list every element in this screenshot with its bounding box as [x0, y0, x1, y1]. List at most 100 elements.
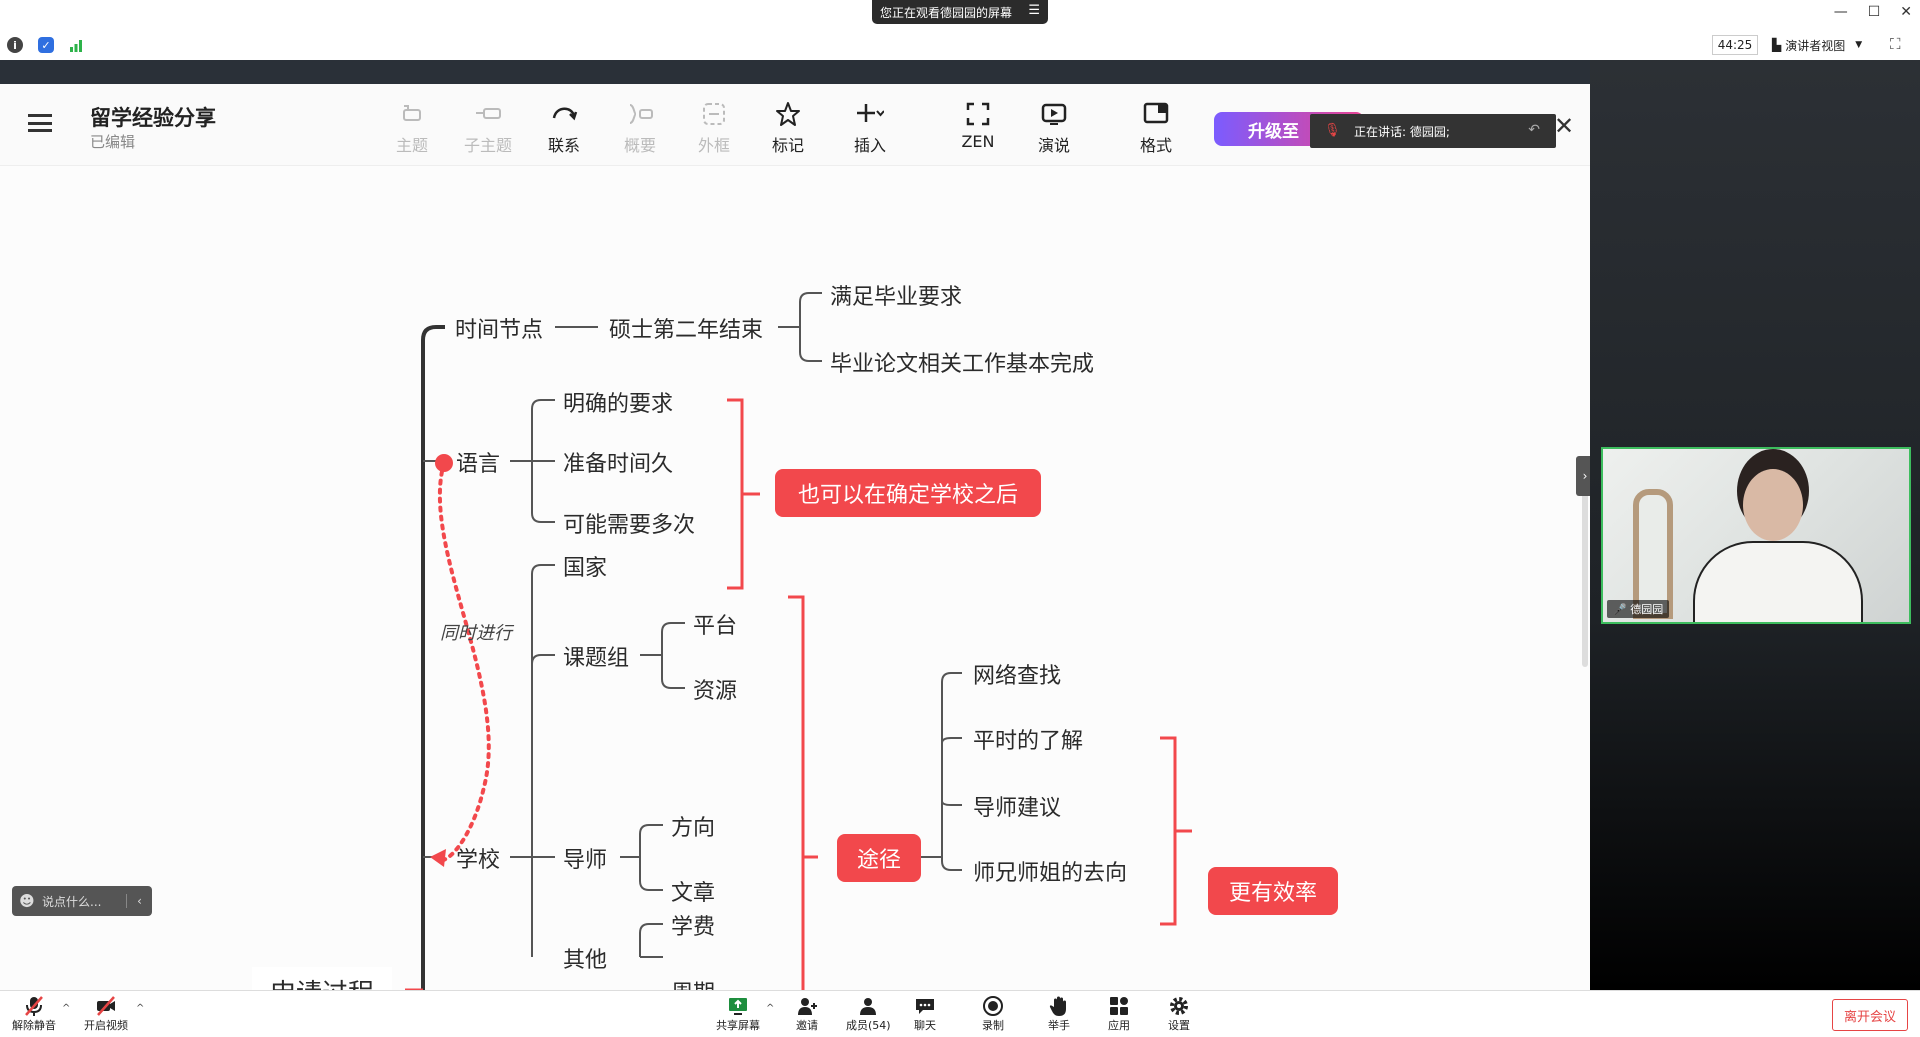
node-time-leaf-1[interactable]: 满足毕业要求 [830, 279, 962, 311]
node-time[interactable]: 时间节点 [455, 312, 543, 344]
node-language-1[interactable]: 明确的要求 [563, 386, 673, 418]
apps-button[interactable]: 应用 [1108, 995, 1130, 1033]
mindmap-canvas[interactable]: 时间节点 硕士第二年结束 满足毕业要求 毕业论文相关工作基本完成 语言 明确的要… [0, 167, 1590, 990]
gear-icon [1168, 995, 1190, 1017]
invite-icon [796, 995, 818, 1017]
node-school-other-tuition[interactable]: 学费 [671, 909, 715, 941]
minimize-icon[interactable]: — [1834, 4, 1848, 20]
node-school[interactable]: 学校 [456, 842, 500, 874]
leave-meeting-button[interactable]: 离开会议 [1832, 999, 1908, 1031]
node-language-3[interactable]: 可能需要多次 [563, 507, 695, 539]
plus-icon [856, 100, 884, 128]
hand-icon [1048, 995, 1070, 1017]
node-language[interactable]: 语言 [456, 446, 500, 478]
chevron-left-icon[interactable]: ‹ [126, 894, 152, 908]
node-school-other[interactable]: 其他 [563, 942, 607, 974]
chevron-up-icon[interactable]: ^ [62, 1003, 70, 1014]
undo-icon[interactable]: ↶ [1528, 122, 1540, 138]
toolbar-subtopic-button[interactable]: 子主题 [456, 100, 520, 160]
chevron-up-icon[interactable]: ^ [136, 1003, 144, 1014]
raise-hand-button[interactable]: 举手 [1048, 995, 1070, 1033]
toolbar-zen-button[interactable]: ZEN [946, 100, 1010, 160]
participant-figure [1693, 541, 1863, 624]
node-language-2[interactable]: 准备时间久 [563, 446, 673, 478]
relation-label[interactable]: 同时进行 [440, 619, 512, 645]
node-way-2[interactable]: 平时的了解 [973, 723, 1083, 755]
toolbar-boundary-button[interactable]: 外框 [682, 100, 746, 160]
toolbar-present-button[interactable]: 演说 [1022, 100, 1086, 160]
summary-language-tag[interactable]: 也可以在确定学校之后 [775, 469, 1041, 517]
record-button[interactable]: 录制 [982, 995, 1004, 1033]
subtopic-icon [474, 100, 502, 128]
shared-screen: 留学经验分享 已编辑 主题 子主题 联系 概要 外框 标记 插入 [0, 60, 1590, 990]
muted-mic-icon [23, 995, 45, 1017]
chevron-up-icon[interactable]: ^ [766, 1003, 774, 1014]
menu-icon[interactable]: ☰ [1028, 3, 1040, 18]
hamburger-menu-icon[interactable] [28, 114, 52, 132]
screen-share-notice[interactable]: 您正在观看德园园的屏幕 ☰ [872, 0, 1048, 24]
star-icon [774, 100, 802, 128]
chat-input-box[interactable]: ☻ 说点什么... ‹ [12, 886, 152, 916]
node-school-group-platform[interactable]: 平台 [693, 608, 737, 640]
node-school-advisor[interactable]: 导师 [563, 842, 607, 874]
toolbar-insert-button[interactable]: 插入 [838, 100, 902, 160]
boundary-icon [700, 100, 728, 128]
view-label: 演讲者视图 [1785, 37, 1845, 54]
node-school-group[interactable]: 课题组 [563, 640, 629, 672]
speaker-view-button[interactable]: ▙ 演讲者视图 ▼ [1772, 35, 1876, 55]
muted-mic-icon: 🎙 [1324, 123, 1341, 138]
node-school-advisor-paper[interactable]: 文章 [671, 875, 715, 907]
scrollbar[interactable] [1582, 467, 1588, 667]
members-icon [857, 995, 879, 1017]
close-window-icon[interactable]: ✕ [1900, 4, 1912, 20]
apps-icon [1108, 995, 1130, 1017]
node-root-partial[interactable]: 申请过程 [252, 967, 392, 990]
toolbar-topic-button[interactable]: 主题 [380, 100, 444, 160]
settings-button[interactable]: 设置 [1168, 995, 1190, 1033]
participant-name-label: 🎤 德园园 [1607, 600, 1669, 618]
toolbar-relationship-button[interactable]: 联系 [532, 100, 596, 160]
maximize-icon[interactable]: ☐ [1868, 4, 1881, 20]
chat-button[interactable]: 聊天 [914, 995, 936, 1033]
unmute-button[interactable]: 解除静音 [12, 995, 56, 1033]
meeting-timer: 44:25 [1712, 35, 1758, 55]
active-speaker-banner: 🎙 正在讲话: 德园园; ↶ [1310, 114, 1556, 148]
signal-icon[interactable] [69, 38, 83, 52]
window-title-strip: 您正在观看德园园的屏幕 ☰ — ☐ ✕ [0, 0, 1920, 30]
node-way-3[interactable]: 导师建议 [973, 790, 1061, 822]
close-icon[interactable]: ✕ [1554, 112, 1574, 140]
summary-icon [626, 100, 654, 128]
node-time-child[interactable]: 硕士第二年结束 [609, 312, 763, 344]
node-school-country[interactable]: 国家 [563, 550, 607, 582]
toolbar-marker-button[interactable]: 标记 [756, 100, 820, 160]
node-school-advisor-direction[interactable]: 方向 [671, 810, 715, 842]
summary-way-tag[interactable]: 途径 [837, 834, 921, 882]
share-screen-button[interactable]: 共享屏幕 [716, 995, 760, 1033]
mindmap-connectors [0, 167, 1590, 990]
fullscreen-icon[interactable]: ⛶ [1890, 35, 1901, 53]
meeting-status-row: i ✓ 44:25 ▙ 演讲者视图 ▼ ⛶ [0, 30, 1920, 60]
toolbar-format-button[interactable]: 格式 [1124, 100, 1188, 160]
participant-video-tile[interactable]: 🎤 德园园 [1601, 447, 1911, 624]
chat-icon [914, 995, 936, 1017]
info-icon[interactable]: i [7, 37, 23, 53]
window-controls: — ☐ ✕ [1834, 4, 1912, 20]
node-school-other-period[interactable]: 周期 [671, 975, 715, 990]
node-way-1[interactable]: 网络查找 [973, 658, 1061, 690]
emoji-icon[interactable]: ☻ [12, 892, 42, 910]
chevron-down-icon: ▼ [1855, 40, 1862, 50]
invite-button[interactable]: 邀请 [796, 995, 818, 1033]
node-school-group-resource[interactable]: 资源 [693, 673, 737, 705]
layout-icon: ▙ [1772, 38, 1781, 52]
relationship-icon [550, 100, 578, 128]
panel-icon [1142, 100, 1170, 128]
document-title: 留学经验分享 [90, 102, 216, 132]
members-button[interactable]: 成员(54) [846, 995, 891, 1033]
document-status: 已编辑 [90, 131, 135, 152]
node-time-leaf-2[interactable]: 毕业论文相关工作基本完成 [830, 346, 1094, 378]
shield-icon[interactable]: ✓ [38, 37, 54, 53]
summary-efficiency-tag[interactable]: 更有效率 [1208, 867, 1338, 915]
toolbar-summary-button[interactable]: 概要 [608, 100, 672, 160]
start-video-button[interactable]: 开启视频 [84, 995, 128, 1033]
node-way-4[interactable]: 师兄师姐的去向 [973, 855, 1127, 887]
